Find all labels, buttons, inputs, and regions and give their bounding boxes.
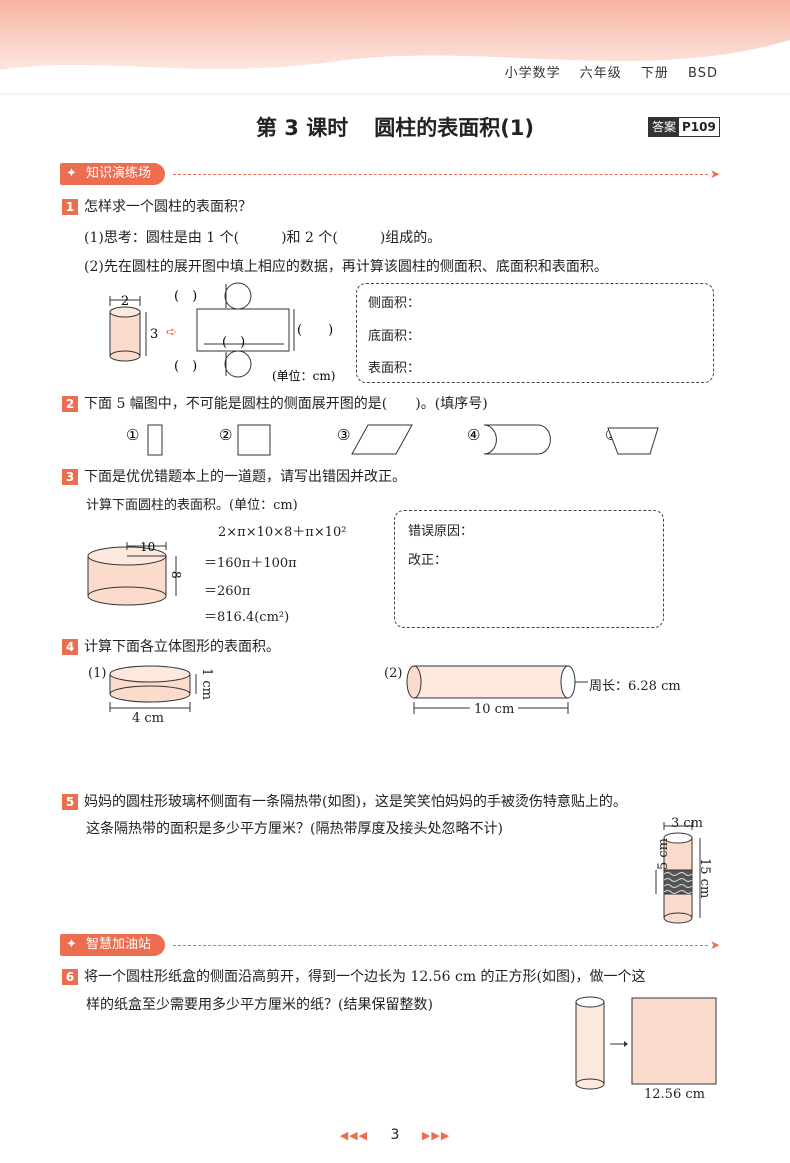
lesson-topic: 圆柱的表面积(1) bbox=[374, 116, 535, 140]
prev-arrows-icon: ◀◀◀ bbox=[339, 1129, 369, 1142]
question-text: 计算下面各立体图形的表面积。 bbox=[84, 639, 280, 655]
dim-height: 3 bbox=[150, 327, 158, 342]
blank-length: ( ) bbox=[222, 335, 245, 350]
dim-radius: 10 bbox=[140, 540, 155, 554]
option-label: ② bbox=[219, 426, 232, 444]
question-number: 6 bbox=[62, 969, 78, 985]
q6-text-2: 样的纸盒至少需要用多少平方厘米的纸？(结果保留整数) bbox=[86, 997, 433, 1013]
calc-line-3: ＝260π bbox=[204, 584, 251, 599]
q4-perimeter-label: 周长：6.28 cm bbox=[589, 679, 681, 694]
option-label: ④ bbox=[467, 426, 480, 444]
header-background bbox=[0, 0, 790, 95]
error-reason-label: 错误原因： bbox=[408, 524, 474, 539]
question-text: 怎样求一个圆柱的表面积？ bbox=[84, 199, 252, 215]
calc-line-4: ＝816.4(cm²) bbox=[204, 610, 290, 625]
q3-answer-box bbox=[394, 510, 664, 628]
calc-line-1: 2×π×10×8＋π×10² bbox=[218, 525, 347, 540]
next-arrows-icon: ▶▶▶ bbox=[421, 1129, 451, 1142]
question-2: 2 下面 5 幅图中，不可能是圆柱的侧面展开图的是( )。(填序号) bbox=[62, 393, 488, 413]
question-4: 4 计算下面各立体图形的表面积。 bbox=[62, 636, 280, 656]
question-text: 下面 5 幅图中，不可能是圆柱的侧面展开图的是( )。(填序号) bbox=[84, 396, 488, 412]
page-title: 第 3 课时 圆柱的表面积(1) bbox=[0, 112, 790, 142]
question-1: 1 怎样求一个圆柱的表面积？ bbox=[62, 196, 252, 216]
header-edition: BSD bbox=[688, 66, 718, 81]
blank-bottom: ( ) bbox=[174, 359, 197, 374]
base-area-label: 底面积： bbox=[368, 329, 421, 344]
dim-diameter: 2 bbox=[121, 294, 129, 309]
correction-label: 改正： bbox=[408, 553, 448, 568]
lesson-number: 第 3 课时 bbox=[255, 116, 349, 140]
surface-area-label: 表面积： bbox=[368, 361, 421, 376]
side-area-label: 侧面积： bbox=[368, 296, 421, 311]
question-number: 5 bbox=[62, 794, 78, 810]
q4-part1-label: (1) bbox=[88, 666, 107, 681]
blank-top: ( ) bbox=[174, 289, 197, 304]
question-6: 6 将一个圆柱形纸盒的侧面沿高剪开，得到一个边长为 12.56 cm 的正方形(如… bbox=[62, 966, 645, 986]
option-label: ① bbox=[126, 426, 139, 444]
question-text: 下面是优优错题本上的一道题，请写出错因并改正。 bbox=[84, 469, 406, 485]
section-header-challenge: ✦ 智慧加油站 ➤ bbox=[60, 934, 720, 956]
page-footer: ◀◀◀ 3 ▶▶▶ bbox=[0, 1127, 790, 1143]
runner-icon: ✦ bbox=[66, 166, 77, 181]
q4-length-label: 10 cm bbox=[470, 702, 519, 717]
q1-part1: (1)思考：圆柱是由 1 个( )和 2 个( )组成的。 bbox=[84, 230, 442, 246]
option-label: ③ bbox=[337, 426, 350, 444]
q4-long-cylinder bbox=[406, 665, 588, 714]
question-number: 2 bbox=[62, 396, 78, 412]
answer-page: P109 bbox=[682, 120, 716, 134]
cylinder-net-diagram: 2 3 ➪ ( ) ( ) ( ) ( ) (单位：cm) bbox=[109, 282, 335, 383]
arrow-icon: ➤ bbox=[709, 938, 720, 952]
q5-diameter-label: 3 cm bbox=[671, 816, 704, 831]
q2-shapes: ① ② ③ ④ ⑤ bbox=[126, 424, 659, 456]
q6-side-label: 12.56 cm bbox=[644, 1087, 705, 1102]
question-text: 将一个圆柱形纸盒的侧面沿高剪开，得到一个边长为 12.56 cm 的正方形(如图… bbox=[84, 969, 646, 985]
header-subject: 小学数学 bbox=[504, 66, 561, 81]
q4-height-label: 1 cm bbox=[199, 668, 214, 701]
section-title: 知识演练场 bbox=[86, 166, 152, 181]
q1-part2: (2)先在圆柱的展开图中填上相应的数据，再计算该圆柱的侧面积、底面积和表面积。 bbox=[84, 259, 608, 275]
header-volume: 下册 bbox=[640, 66, 669, 81]
q6-cylinder-and-square bbox=[575, 996, 717, 1090]
unit-note: (单位：cm) bbox=[272, 368, 335, 383]
question-3: 3 下面是优优错题本上的一道题，请写出错因并改正。 bbox=[62, 466, 406, 486]
page-number: 3 bbox=[390, 1127, 400, 1143]
dim-height: 8 bbox=[169, 571, 183, 579]
question-5: 5 妈妈的圆柱形玻璃杯侧面有一条隔热带(如图)，这是笑笑怕妈妈的手被烫伤特意贴上的… bbox=[62, 791, 627, 811]
answer-label: 答案 bbox=[649, 118, 680, 136]
question-text: 妈妈的圆柱形玻璃杯侧面有一条隔热带(如图)，这是笑笑怕妈妈的手被烫伤特意贴上的。 bbox=[84, 794, 627, 810]
header-grade: 六年级 bbox=[579, 66, 622, 81]
runner-icon: ✦ bbox=[66, 937, 77, 952]
answer-reference: 答案 P109 bbox=[648, 117, 720, 137]
q4-width-label: 4 cm bbox=[132, 711, 165, 726]
q4-part2-label: (2) bbox=[384, 666, 403, 681]
section-title: 智慧加油站 bbox=[86, 937, 152, 952]
q5-band-label: 5 cm bbox=[656, 837, 671, 870]
question-number: 1 bbox=[62, 199, 78, 215]
q1-answer-box bbox=[356, 283, 714, 383]
q3-subtitle: 计算下面圆柱的表面积。(单位：cm) bbox=[86, 498, 298, 513]
section-header-practice: ✦ 知识演练场 ➤ bbox=[60, 163, 720, 185]
q4-disc-cylinder bbox=[109, 665, 197, 712]
blank-width: ( ) bbox=[297, 323, 333, 338]
question-number: 4 bbox=[62, 639, 78, 655]
calc-line-2: ＝160π＋100π bbox=[204, 556, 297, 571]
arrow-icon: ➤ bbox=[709, 167, 720, 181]
question-number: 3 bbox=[62, 469, 78, 485]
arrow-icon: ➪ bbox=[166, 325, 177, 340]
q3-cylinder: 10 8 bbox=[87, 540, 183, 606]
header-info: 小学数学 六年级 下册 BSD bbox=[491, 62, 718, 81]
q5-text-2: 这条隔热带的面积是多少平方厘米？(隔热带厚度及接头处忽略不计) bbox=[86, 821, 503, 837]
q5-glass-cylinder bbox=[655, 822, 701, 924]
q5-height-label: 15 cm bbox=[697, 858, 712, 899]
